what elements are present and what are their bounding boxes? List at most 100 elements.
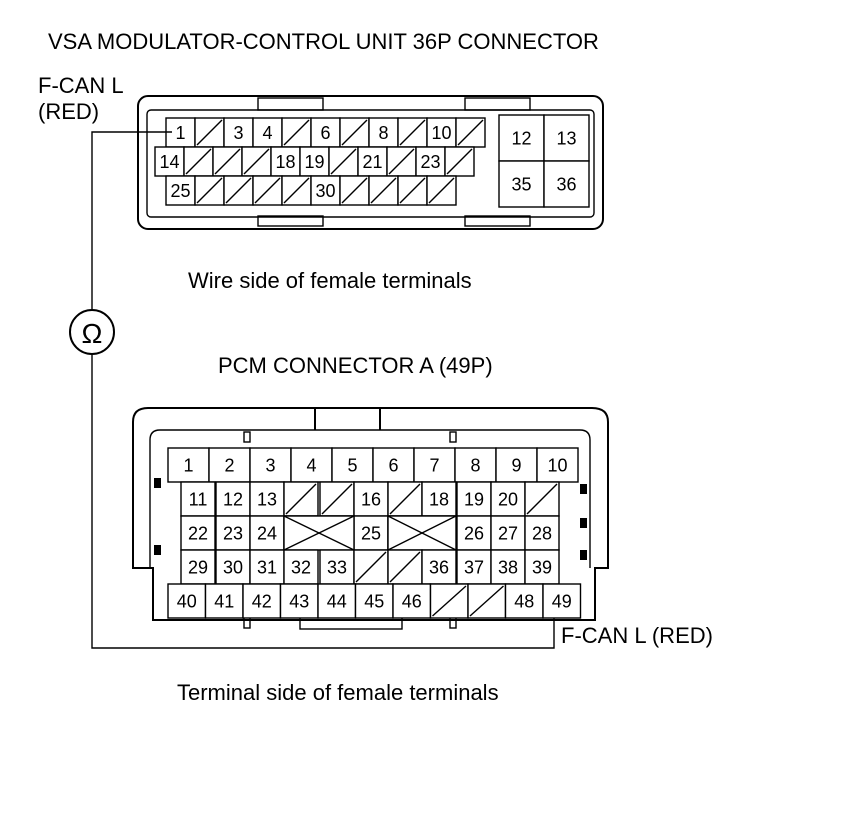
terminal-number: 41	[214, 592, 234, 612]
terminal-cell: 46	[392, 583, 432, 619]
terminal-cell: 26	[456, 515, 492, 551]
terminal-number: 10	[547, 456, 567, 476]
terminal-number: 21	[362, 152, 382, 172]
terminal-cell: 33	[319, 549, 355, 585]
terminal-cell: 25	[165, 175, 196, 206]
terminal-number: 30	[223, 558, 243, 578]
terminal-cell: 1	[167, 447, 210, 483]
terminal-number: 8	[470, 456, 480, 476]
unused-terminal-mark	[225, 177, 252, 204]
unused-terminal-mark	[457, 119, 484, 146]
terminal-number: 37	[464, 558, 484, 578]
terminal-cell: 7	[413, 447, 456, 483]
unused-terminal-mark	[389, 551, 421, 583]
terminal-cell: 13	[249, 481, 285, 517]
terminal-cell: 49	[542, 583, 582, 619]
terminal-cell	[429, 583, 469, 619]
terminal-number: 4	[306, 456, 316, 476]
terminal-cell: 32	[283, 549, 319, 585]
terminal-number: 46	[402, 592, 422, 612]
terminal-cell: 8	[368, 117, 399, 148]
vsa-wire-label-color: (RED)	[38, 99, 99, 124]
terminal-cell	[339, 175, 370, 206]
pcm-wire-label: F-CAN L (RED)	[561, 623, 713, 648]
terminal-cell: 13	[543, 114, 590, 162]
terminal-number: 26	[464, 524, 484, 544]
terminal-cell: 18	[270, 146, 301, 177]
terminal-cell: 20	[490, 481, 526, 517]
terminal-number: 39	[532, 558, 552, 578]
terminal-cell	[368, 175, 399, 206]
terminal-cell: 2	[208, 447, 251, 483]
terminal-number: 1	[175, 123, 185, 143]
terminal-cell: 4	[290, 447, 333, 483]
terminal-number: 20	[498, 490, 518, 510]
unused-terminal-mark	[432, 585, 467, 617]
terminal-cell: 36	[421, 549, 457, 585]
terminal-cell: 29	[180, 549, 216, 585]
terminal-cell: 19	[456, 481, 492, 517]
test-lead-wire	[91, 131, 555, 649]
terminal-cell: 4	[252, 117, 283, 148]
terminal-number: 44	[327, 592, 347, 612]
unused-terminal-mark	[388, 148, 415, 175]
terminal-cell: 30	[310, 175, 341, 206]
terminal-number: 18	[429, 490, 449, 510]
ohm-symbol: Ω	[82, 318, 103, 349]
vsa-connector-title: VSA MODULATOR-CONTROL UNIT 36P CONNECTOR	[48, 29, 599, 54]
vsa-connector-body	[137, 95, 604, 230]
terminal-number: 2	[224, 456, 234, 476]
terminal-number: 7	[429, 456, 439, 476]
terminal-number: 18	[275, 152, 295, 172]
terminal-number: 43	[289, 592, 309, 612]
terminal-number: 31	[257, 558, 277, 578]
terminal-number: 22	[188, 524, 208, 544]
unused-terminal-mark	[341, 177, 368, 204]
unused-terminal-mark	[341, 119, 368, 146]
unused-terminal-mark	[330, 148, 357, 175]
terminal-cell	[194, 175, 225, 206]
terminal-cell: 11	[180, 481, 216, 517]
terminal-cell	[397, 175, 428, 206]
terminal-cell: 23	[415, 146, 446, 177]
terminal-cell	[444, 146, 475, 177]
pcm-caption: Terminal side of female terminals	[177, 680, 499, 705]
unused-terminal-mark	[285, 483, 317, 515]
terminal-cell: 44	[317, 583, 357, 619]
terminal-number: 19	[304, 152, 324, 172]
terminal-cell: 41	[204, 583, 244, 619]
terminal-cell: 18	[421, 481, 457, 517]
terminal-number: 16	[361, 490, 381, 510]
terminal-cell	[328, 146, 359, 177]
terminal-cell	[387, 549, 423, 585]
terminal-cell: 23	[215, 515, 251, 551]
terminal-cell: 6	[310, 117, 341, 148]
terminal-number: 36	[556, 175, 576, 195]
terminal-cell: 21	[357, 146, 388, 177]
unused-terminal-mark	[399, 177, 426, 204]
unused-terminal-mark	[283, 177, 310, 204]
terminal-cell: 12	[215, 481, 251, 517]
terminal-cell: 22	[180, 515, 216, 551]
terminal-cell	[397, 117, 428, 148]
terminal-cell: 37	[456, 549, 492, 585]
pcm-connector-title: PCM CONNECTOR A (49P)	[218, 353, 493, 378]
terminal-cell: 45	[354, 583, 394, 619]
unused-terminal-mark	[196, 177, 223, 204]
terminal-cell: 38	[490, 549, 526, 585]
terminal-number: 5	[347, 456, 357, 476]
terminal-cell: 48	[504, 583, 544, 619]
unused-terminal-mark	[399, 119, 426, 146]
terminal-number: 25	[170, 181, 190, 201]
terminal-cell: 16	[353, 481, 389, 517]
terminal-cell: 24	[249, 515, 285, 551]
unused-terminal-mark	[214, 148, 241, 175]
terminal-cell: 12	[498, 114, 545, 162]
terminal-number: 6	[388, 456, 398, 476]
terminal-number: 11	[189, 490, 208, 510]
terminal-cell	[467, 583, 507, 619]
terminal-cell	[183, 146, 214, 177]
terminal-cell: 27	[490, 515, 526, 551]
terminal-number: 13	[556, 129, 576, 149]
